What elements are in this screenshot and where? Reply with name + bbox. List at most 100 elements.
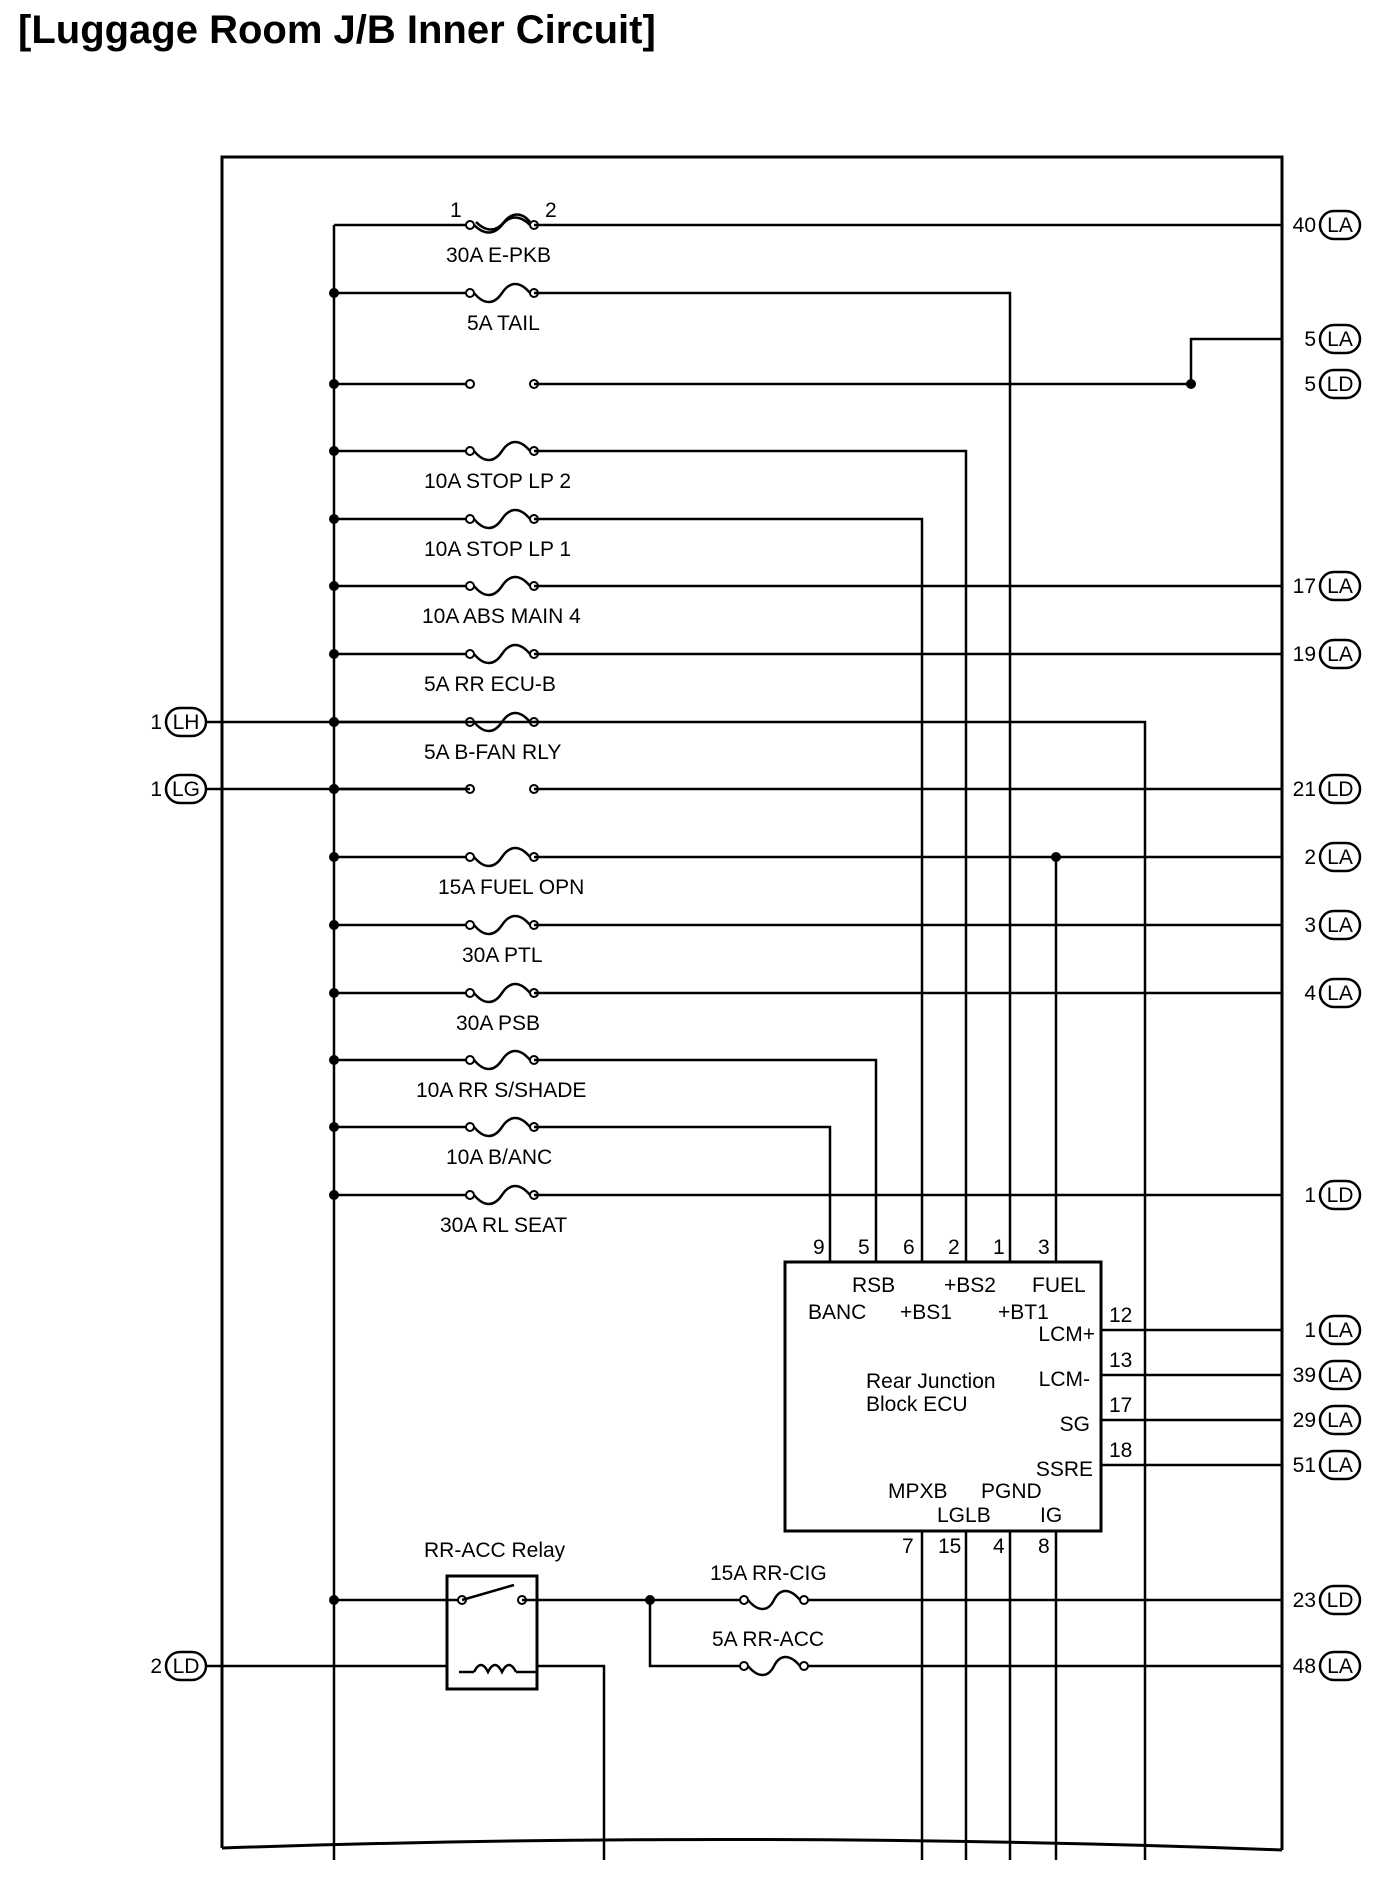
ecu-terminal-fuel: FUEL	[1032, 1274, 1086, 1297]
connector-badge: LD 1	[1304, 1179, 1362, 1211]
bus-junction-dot	[329, 1122, 339, 1132]
fuse-symbol	[473, 846, 531, 868]
bus-junction-dot	[329, 514, 339, 524]
connector-code: LA	[1327, 846, 1353, 869]
connector-badge: LD5	[1304, 368, 1362, 400]
connector-code: LA	[1327, 914, 1353, 937]
fuse-label: 10A B/ANC	[446, 1146, 552, 1169]
fuse-label-rr-cig: 15A RR-CIG	[710, 1562, 827, 1585]
connector-pin: 2	[150, 1655, 162, 1678]
connector-code: LA	[1327, 214, 1353, 237]
ecu-right-pin: 12	[1109, 1304, 1132, 1327]
fuse-row: 10A B/ANC	[329, 1116, 552, 1169]
connector-code: LA	[1327, 1454, 1353, 1477]
connector-pin: 3	[1304, 914, 1316, 937]
fuse-label: 30A E-PKB	[446, 244, 551, 267]
bus-junction-dot	[329, 288, 339, 298]
ecu-terminal-bs1: +BS1	[900, 1301, 952, 1324]
ecu-terminal-bt1: +BT1	[998, 1301, 1049, 1324]
ecu-top-pin: 9	[813, 1236, 825, 1259]
fuse-row	[329, 379, 1191, 389]
ecu-labels: 9 5 6 2 1 3 RSB +BS2 FUEL BANC +BS1 +BT1…	[808, 1236, 1132, 1558]
connector-code: LD	[1327, 778, 1354, 801]
fuse-terminal	[465, 220, 475, 230]
ecu-terminal-lglb: LGLB	[937, 1504, 991, 1527]
fuse-symbol	[473, 1184, 531, 1206]
fuse-terminal	[465, 288, 475, 298]
fuse-row: 30A PTL	[329, 914, 1282, 967]
connector-pin: 5	[1304, 373, 1316, 396]
connector-pin: 40	[1293, 214, 1316, 237]
fuse-label: 10A STOP LP 2	[424, 470, 571, 493]
ecu-top-pin: 6	[903, 1236, 915, 1259]
fuse-label: 5A B-FAN RLY	[424, 741, 561, 764]
ecu-terminal-bs2: +BS2	[944, 1274, 996, 1297]
fuse-terminal	[465, 446, 475, 456]
connector-code: LD	[1327, 1184, 1354, 1207]
connector-code: LA	[1327, 1364, 1353, 1387]
connector-pin: 23	[1293, 1589, 1316, 1612]
wire-banc-to-ecu	[534, 1125, 832, 1262]
connector-pin: 29	[1293, 1409, 1316, 1432]
diagram-title: [Luggage Room J/B Inner Circuit]	[18, 8, 656, 52]
bus-junction-dot	[329, 988, 339, 998]
ecu-terminal-ssre: SSRE	[1036, 1458, 1093, 1481]
connector-code: LA	[1327, 1409, 1353, 1432]
fuse-symbol	[473, 213, 531, 234]
connector-badge: LA 4	[1304, 977, 1362, 1009]
fuse-symbol	[473, 914, 531, 936]
fuse-label-rr-acc: 5A RR-ACC	[712, 1628, 824, 1651]
connector-pin: 1	[150, 711, 162, 734]
ecu-terminal-lcm-plus: LCM+	[1038, 1323, 1095, 1346]
fuse-rr-acc: 5A RR-ACC	[712, 1628, 824, 1677]
bus-junction-dot	[329, 920, 339, 930]
rr-acc-relay: RR-ACC Relay	[204, 1539, 650, 1860]
ecu-terminal-rsb: RSB	[852, 1274, 895, 1297]
ecu-bottom-pin: 8	[1038, 1535, 1050, 1558]
fuse-row: 10A STOP LP 2	[329, 440, 571, 493]
connector-pin: 2	[1304, 846, 1316, 869]
fuse-label: 5A RR ECU-B	[424, 673, 556, 696]
wire-5la-joint	[1189, 337, 1282, 384]
fuse-row: 5A B-FAN RLY	[329, 711, 561, 764]
fuse-pin-1: 1	[450, 199, 462, 222]
wire-stop1-to-ecu	[534, 517, 924, 1262]
fuse-symbol	[473, 282, 531, 304]
connector-code: LH	[173, 711, 200, 734]
connector-badge: LA 3	[1304, 909, 1362, 941]
connector-badges: LA40LA5LD5LA17LA19LD21LA2LA3LA4LD1LA1LA3…	[150, 209, 1362, 1682]
connector-badge: LA1	[1304, 1314, 1362, 1346]
connector-code: LA	[1327, 575, 1353, 598]
connector-badge: LD 23	[1293, 1584, 1362, 1616]
connector-pin: 1	[1304, 1184, 1316, 1207]
connector-code: LA	[1327, 1319, 1353, 1342]
fuse-row: 10A ABS MAIN 4	[329, 575, 1282, 628]
fuse-terminal	[465, 1190, 475, 1200]
fuse-row: 30A RL SEAT	[329, 1184, 1282, 1237]
ecu-name-line1: Rear Junction	[866, 1370, 996, 1393]
ecu-top-pin: 1	[993, 1236, 1005, 1259]
connector-pin: 5	[1304, 328, 1316, 351]
connector-code: LD	[1327, 1589, 1354, 1612]
junction-block-frame	[220, 155, 1284, 1852]
connector-pin: 4	[1304, 982, 1316, 1005]
fuse-terminal	[465, 988, 475, 998]
fuse-symbol	[473, 575, 531, 597]
connector-pin: 21	[1293, 778, 1316, 801]
fuse-row: 10A RR S/SHADE	[329, 1049, 586, 1102]
ecu-bottom-wires	[920, 1531, 1058, 1860]
connector-code: LA	[1327, 982, 1353, 1005]
rear-jb-ecu	[783, 1260, 1103, 1533]
ecu-terminal-ig: IG	[1040, 1504, 1062, 1527]
ecu-terminal-banc: BANC	[808, 1301, 866, 1324]
fuse-label: 30A PSB	[456, 1012, 540, 1035]
ecu-bottom-pin: 7	[902, 1535, 914, 1558]
connector-pin: 19	[1293, 643, 1316, 666]
ecu-top-pin: 3	[1038, 1236, 1050, 1259]
connector-badge: LD 21	[1293, 773, 1362, 805]
